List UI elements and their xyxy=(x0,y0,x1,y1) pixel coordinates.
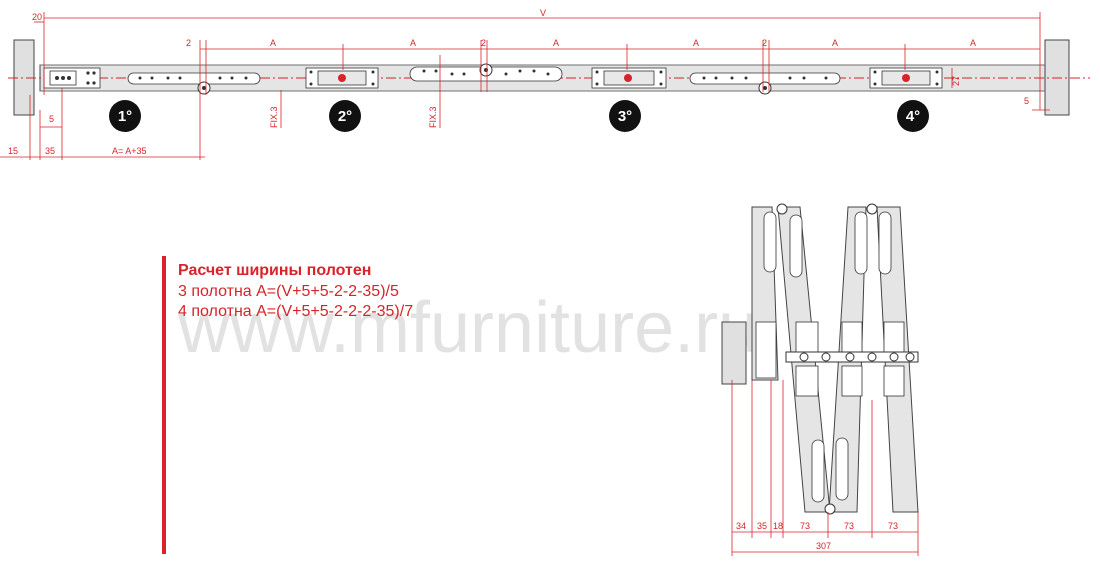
left-jamb xyxy=(13,39,35,116)
watermark: www.mfurniture.ru xyxy=(177,288,758,368)
dim-a-label-1: A xyxy=(270,38,276,48)
folded-dim-73-2: 73 xyxy=(844,521,854,531)
dim-15-label: 15 xyxy=(8,146,18,156)
dim-a-label-6: A xyxy=(970,38,976,48)
formula-block: Расчет ширины полотен 3 полотна A=(V+5+5… xyxy=(162,256,522,554)
svg-text:4°: 4° xyxy=(906,108,920,125)
dim-a-label-3: A xyxy=(553,38,559,48)
folded-view: 34 35 18 73 73 73 307 xyxy=(721,203,919,556)
folded-dim-73-1: 73 xyxy=(800,521,810,531)
dim-5-label-left: 5 xyxy=(49,114,54,124)
hinge-plate-1 xyxy=(127,72,261,95)
folded-dim-34: 34 xyxy=(736,521,746,531)
hinge-plate-3 xyxy=(689,72,841,95)
carriage-2 xyxy=(305,67,379,89)
formula-four-panels: 4 полотна A=(V+5+5-2-2-2-35)/7 xyxy=(178,303,414,320)
dim-a-label-4: A xyxy=(693,38,699,48)
svg-text:3°: 3° xyxy=(618,108,632,125)
carriage-3 xyxy=(591,67,667,89)
top-view: V 20 2 A A 2 A A 2 A A 5 15 35 A= A+35 xyxy=(0,8,1090,160)
dim-a-sum-label: A= A+35 xyxy=(112,146,147,156)
formula-accent-bar xyxy=(162,256,166,554)
dim-2-label-1: 2 xyxy=(186,38,191,48)
svg-text:1°: 1° xyxy=(118,108,132,125)
folded-wall-jamb xyxy=(721,321,747,385)
fix-label-1: FIX.3 xyxy=(269,106,279,128)
dim-v-label: V xyxy=(540,8,546,18)
formula-title: Расчет ширины полотен xyxy=(178,262,372,279)
badge-2: 2° xyxy=(329,100,361,132)
folded-dim-total: 307 xyxy=(816,541,831,551)
folded-dim-73-3: 73 xyxy=(888,521,898,531)
hinge-plate-2 xyxy=(409,63,563,82)
badge-1: 1° xyxy=(109,100,141,132)
svg-text:2°: 2° xyxy=(338,108,352,125)
dim-20-label: 20 xyxy=(32,12,42,22)
formula-three-panels: 3 полотна A=(V+5+5-2-2-35)/5 xyxy=(178,283,399,300)
badge-3: 3° xyxy=(609,100,641,132)
folded-dim-18: 18 xyxy=(773,521,783,531)
dim-a-label-5: A xyxy=(832,38,838,48)
dim-35-label: 35 xyxy=(45,146,55,156)
dim-2-label-2: 2 xyxy=(481,38,486,48)
dim-5-label-right: 5 xyxy=(1024,96,1029,106)
fix-label-2: FIX.3 xyxy=(428,106,438,128)
right-jamb xyxy=(1044,39,1070,116)
dim-27-label: 27 xyxy=(951,76,961,86)
dim-2-label-3: 2 xyxy=(762,38,767,48)
folded-dim-35: 35 xyxy=(757,521,767,531)
badge-4: 4° xyxy=(897,100,929,132)
dim-a-label-2: A xyxy=(410,38,416,48)
carriage-4 xyxy=(869,67,943,89)
